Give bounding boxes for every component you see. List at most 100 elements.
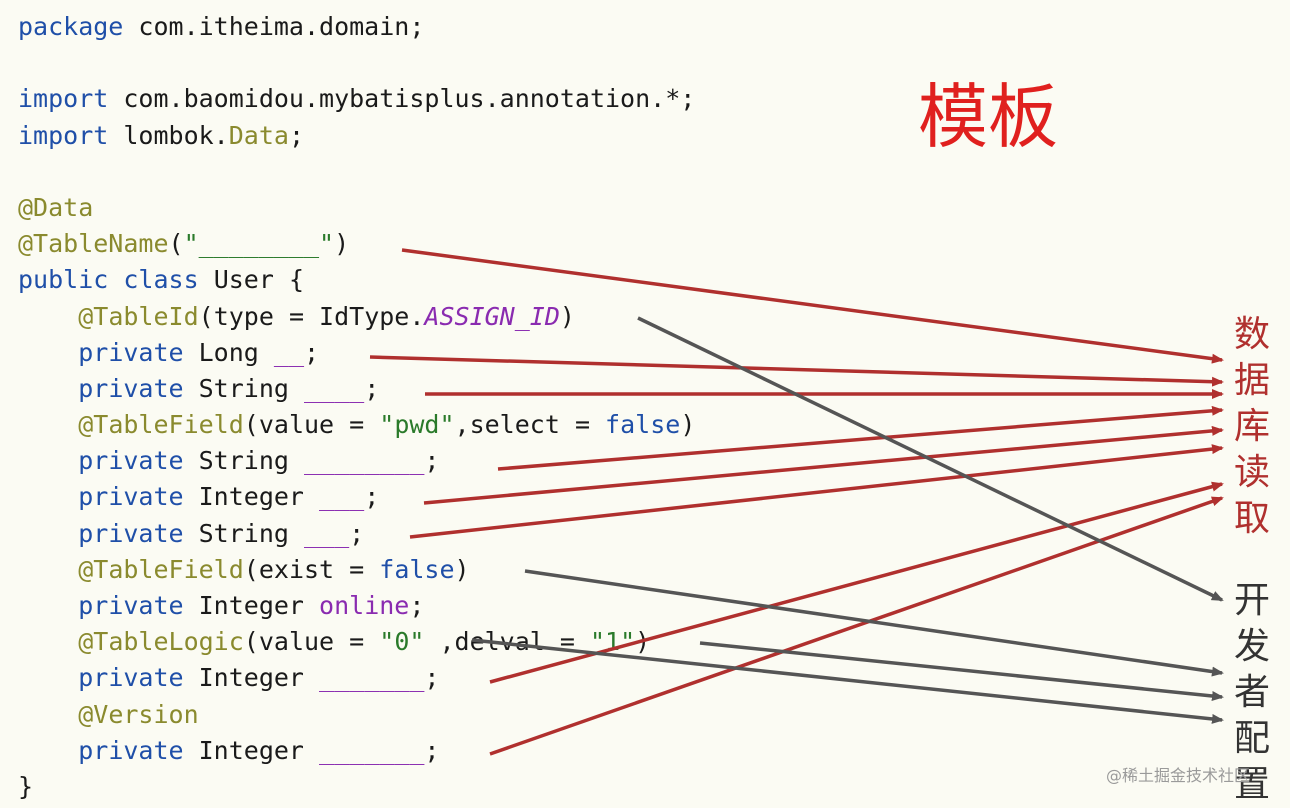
code-token: ,delval =: [424, 627, 590, 657]
code-token: ;: [364, 482, 380, 512]
code-line: private String ____;: [18, 371, 695, 407]
code-token: (exist =: [243, 554, 380, 584]
code-token: @TableField: [78, 410, 244, 440]
code-line: private Integer ___;: [18, 479, 695, 515]
code-token: com.itheima.domain;: [123, 12, 425, 41]
code-token: (: [168, 229, 184, 259]
code-line: @TableId(type = IdType.ASSIGN_ID): [18, 299, 695, 335]
code-token: @TableField: [78, 554, 244, 584]
code-token: ;: [288, 120, 305, 150]
code-token: }: [18, 771, 34, 801]
watermark: @稀土掘金技术社区: [1106, 766, 1251, 785]
code-block: package com.itheima.domain; import com.b…: [18, 9, 695, 805]
code-line: private Integer _______;: [18, 733, 695, 769]
code-token: ;: [349, 518, 365, 548]
code-token: private: [78, 518, 184, 548]
code-token: online: [319, 591, 410, 620]
code-line: @Data: [18, 190, 695, 226]
code-token: [108, 265, 123, 294]
code-token: [18, 663, 78, 692]
code-token: _______: [319, 663, 425, 693]
code-line: private Integer _______;: [18, 660, 695, 696]
code-token: [18, 374, 78, 403]
code-token: String: [183, 373, 304, 403]
code-line: [18, 154, 695, 190]
code-token: Integer: [183, 482, 320, 512]
code-token: String: [183, 518, 304, 548]
code-token: private: [78, 735, 184, 765]
code-token: ;: [364, 373, 380, 403]
code-line: import lombok.Data;: [18, 118, 695, 154]
code-token: package: [18, 12, 124, 41]
code-token: [18, 410, 78, 439]
code-token: __: [273, 337, 304, 367]
code-token: Integer: [183, 663, 320, 693]
code-token: (value =: [243, 410, 380, 440]
code-line: @TableLogic(value = "0" ,delval = "1"): [18, 624, 695, 660]
code-line: public class User {: [18, 262, 695, 298]
code-token: ,select =: [454, 410, 606, 440]
code-token: (value =: [243, 627, 380, 657]
code-token: lombok.: [108, 120, 229, 150]
code-token: public: [18, 265, 109, 295]
code-token: import: [18, 84, 109, 114]
code-token: [18, 482, 78, 511]
code-token: _______: [319, 735, 425, 765]
code-line: }: [18, 769, 695, 805]
code-line: @Version: [18, 697, 695, 733]
code-token: Integer: [183, 735, 320, 765]
code-token: private: [78, 482, 184, 512]
code-token: import: [18, 120, 109, 150]
code-token: ASSIGN_ID: [424, 301, 560, 331]
code-token: @TableName: [18, 229, 169, 259]
code-token: private: [78, 446, 184, 476]
code-token: private: [78, 663, 184, 693]
code-token: ___: [304, 518, 350, 548]
code-token: [18, 627, 78, 656]
code-line: private Integer online;: [18, 588, 695, 624]
code-token: @TableId: [78, 301, 199, 331]
code-token: ;: [424, 446, 440, 476]
code-token: ): [454, 554, 470, 584]
code-token: ;: [409, 591, 425, 620]
code-token: (type = IdType.: [198, 301, 425, 331]
code-token: @TableLogic: [78, 627, 244, 657]
dev-arrow-tableid: [637, 316, 1224, 602]
code-token: ;: [424, 735, 440, 765]
code-token: Integer: [183, 591, 320, 620]
code-line: @TableName("________"): [18, 226, 695, 262]
code-token: [18, 302, 78, 331]
code-token: [18, 446, 78, 475]
dev-config-label: 开发者配置: [1233, 580, 1270, 805]
code-token: [18, 591, 78, 620]
code-token: private: [78, 591, 184, 620]
code-token: [18, 555, 78, 584]
code-token: ____: [304, 373, 365, 403]
code-line: package com.itheima.domain;: [18, 9, 695, 45]
code-token: "pwd": [379, 410, 455, 440]
code-token: ;: [304, 337, 320, 367]
code-token: [18, 736, 78, 765]
code-token: ): [680, 410, 696, 440]
code-token: ): [334, 229, 350, 259]
code-token: [18, 338, 78, 367]
code-token: User {: [198, 265, 304, 295]
code-token: private: [78, 337, 184, 367]
code-token: @Version: [78, 699, 199, 729]
code-token: ): [635, 627, 651, 657]
code-line: @TableField(value = "pwd",select = false…: [18, 407, 695, 443]
code-line: private String ________;: [18, 443, 695, 479]
db-read-label: 数据库读取: [1233, 314, 1270, 539]
code-token: [18, 519, 78, 548]
code-token: String: [183, 446, 304, 476]
code-token: ___: [319, 482, 365, 512]
code-token: Data: [228, 120, 289, 150]
code-token: ________: [304, 446, 425, 476]
code-token: Long: [183, 337, 274, 367]
code-line: [18, 45, 695, 81]
template-title: 模板: [918, 76, 1058, 158]
code-token: "0": [379, 627, 425, 657]
code-token: class: [123, 265, 199, 295]
code-line: private String ___;: [18, 516, 695, 552]
